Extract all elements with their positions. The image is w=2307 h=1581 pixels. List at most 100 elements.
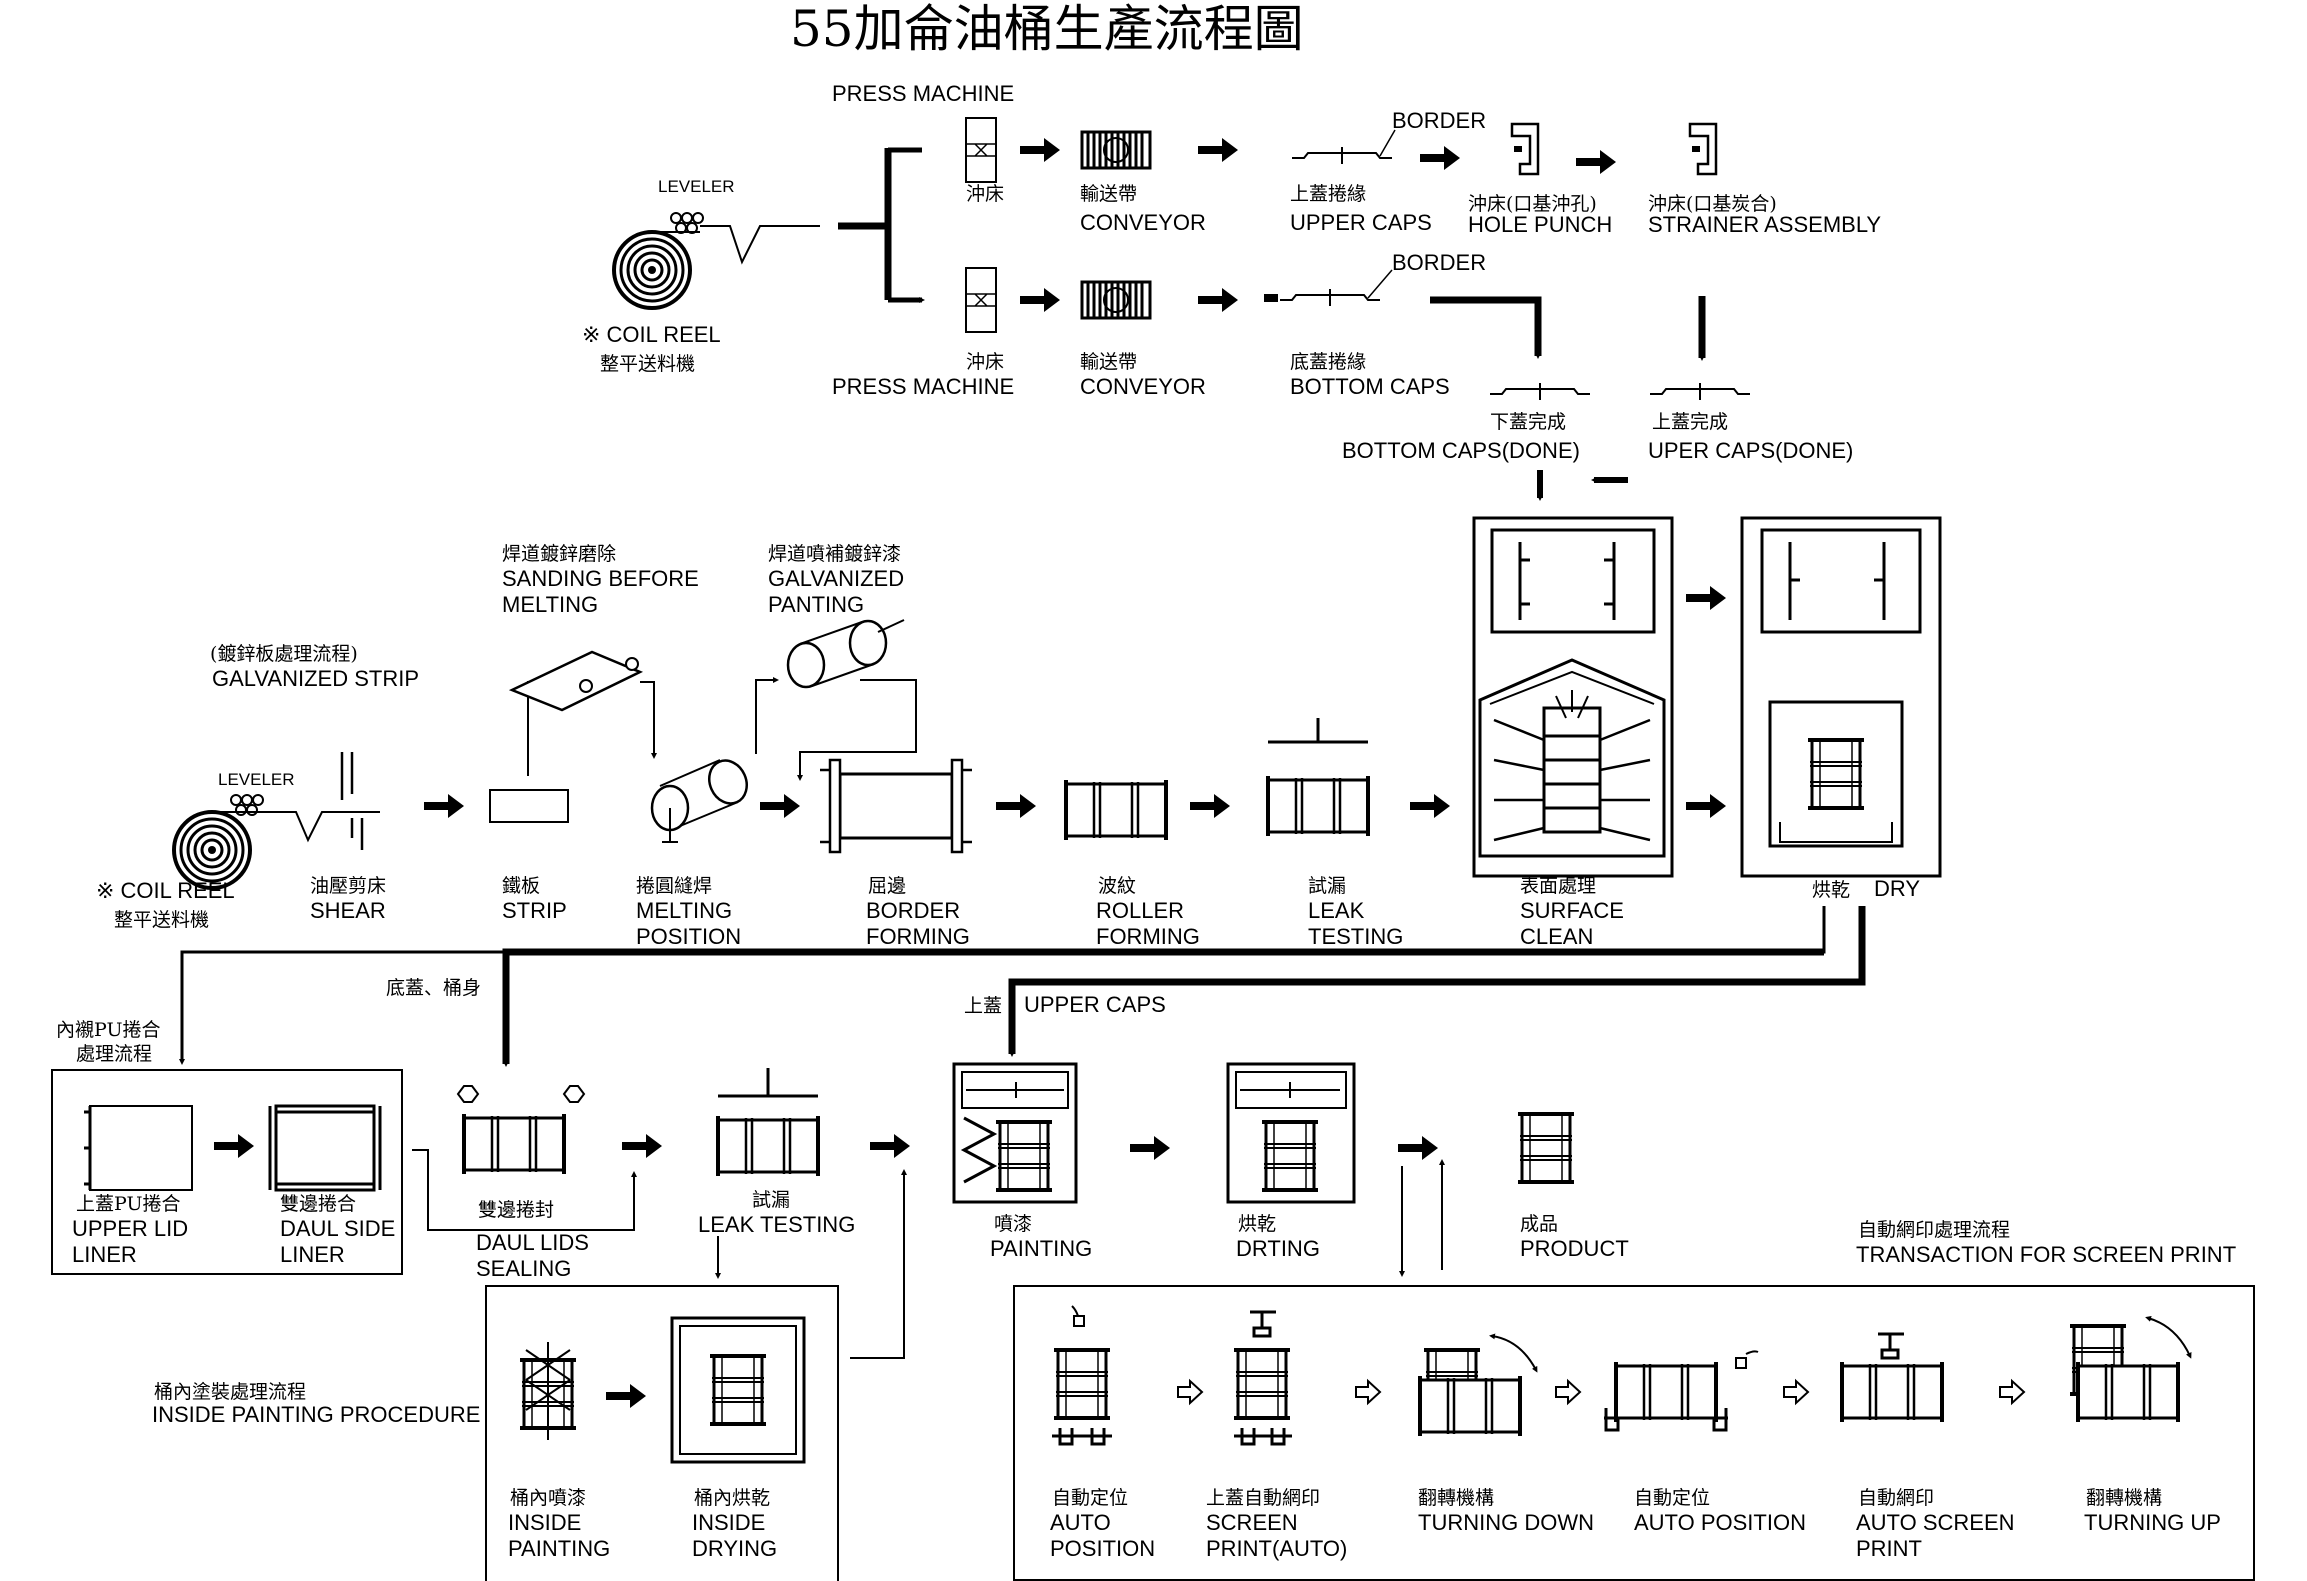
s4-label: AUTO POSITION	[1634, 1510, 1806, 1535]
arrow	[1020, 288, 1060, 312]
bottom-caps-cn: 底蓋捲緣	[1290, 351, 1366, 373]
sanding-label-1: SANDING BEFORE	[502, 566, 699, 591]
side-liner-cn: 雙邊捲合	[280, 1193, 356, 1215]
leak2-clamp	[718, 1068, 818, 1098]
melting-cylinder-icon	[650, 759, 748, 843]
arrow	[1020, 138, 1060, 162]
inside-paint-label-1: INSIDE	[508, 1510, 581, 1535]
auto-screen-print-drum-icon	[1840, 1360, 1944, 1424]
arrow	[1198, 138, 1238, 162]
caps-line: PRESS MACHINE LEVELER ※ COIL REEL 整平送料機 …	[582, 81, 1881, 501]
conveyor-top-label: CONVEYOR	[1080, 210, 1206, 235]
roller-label-2: FORMING	[1096, 924, 1200, 949]
s1-label-1: AUTO	[1050, 1510, 1111, 1535]
coil-reel-cn: 整平送料機	[114, 909, 209, 931]
assembly-line: 內襯PU捲合 處理流程 上蓋PU捲合 UPPER LID LINER 雙邊捲合 …	[51, 1019, 1629, 1281]
leak-cn: 試漏	[1308, 875, 1346, 897]
galv-label-2: PANTING	[768, 592, 864, 617]
painting-label: PAINTING	[990, 1236, 1092, 1261]
leak-clamp	[1268, 718, 1368, 744]
leak2-drum-icon	[716, 1114, 820, 1178]
border-forming-icon	[820, 758, 972, 854]
inside-spray-lines	[525, 1342, 571, 1440]
coil-reel-icon	[172, 810, 252, 890]
sealing-cn: 雙邊捲封	[478, 1199, 554, 1221]
turn-down-horizontal-drum-icon	[1418, 1374, 1522, 1438]
sanding-cn: 焊道鍍鋅磨除	[502, 543, 616, 565]
s6-label: TURNING UP	[2084, 1510, 2221, 1535]
hollow-arrow	[1555, 1380, 1581, 1404]
inside-painting-procedure: 桶內塗裝處理流程 INSIDE PAINTING PROCEDURE 桶內噴漆 …	[152, 1169, 907, 1581]
arrow	[1198, 288, 1238, 312]
dry-oven-icon	[1740, 516, 1942, 878]
hollow-arrow	[1999, 1380, 2025, 1404]
to-bottom-done-arrow	[1430, 296, 1542, 359]
s2-cn: 上蓋自動網印	[1206, 1487, 1320, 1509]
s6-cn: 翻轉機構	[2086, 1487, 2162, 1509]
transfer-lines: 底蓋、桶身 上蓋 UPPER CAPS	[179, 906, 1866, 1067]
pu-process-box	[51, 1069, 403, 1275]
border-cn: 屈邊	[868, 875, 906, 897]
s1-label-2: POSITION	[1050, 1536, 1155, 1561]
bottom-done-cap-icon	[1489, 382, 1591, 401]
sealing-label-1: DAUL LIDS	[476, 1230, 589, 1255]
shear-icon	[340, 752, 364, 850]
arrow	[760, 794, 800, 818]
melting-cn: 捲圓縫焊	[636, 875, 712, 897]
press-top-cn: 沖床	[966, 183, 1004, 205]
arrow	[1410, 794, 1450, 818]
s2-label-2: PRINT(AUTO)	[1206, 1536, 1347, 1561]
from-galv-arrow	[797, 679, 917, 781]
split-arrows	[888, 147, 922, 300]
leak-label-1: LEAK	[1308, 898, 1365, 923]
dry-cn: 烘乾	[1812, 879, 1850, 901]
to-upper-caps-arrow	[1008, 906, 1866, 1057]
arrow	[1130, 1136, 1170, 1160]
border-bottom-label: BORDER	[1392, 250, 1486, 275]
hole-punch-icon	[1510, 122, 1540, 176]
bottom-caps-label: BOTTOM CAPS	[1290, 374, 1450, 399]
leak-label-2: TESTING	[1308, 924, 1403, 949]
upper-done-cn: 上蓋完成	[1652, 411, 1728, 433]
inside-dry-drum-icon	[708, 1354, 768, 1426]
coil-reel-icon	[612, 230, 692, 310]
page-title: 55加侖油桶生產流程圖	[790, 0, 1304, 58]
body-line: 焊道鍍鋅磨除 SANDING BEFORE MELTING 焊道噴補鍍鋅漆 GA…	[96, 516, 1942, 949]
coil-reel-cn: 整平送料機	[600, 353, 695, 375]
drting-label: DRTING	[1236, 1236, 1320, 1261]
press-bottom-label: PRESS MACHINE	[832, 374, 1014, 399]
press-top-label: PRESS MACHINE	[832, 81, 1014, 106]
dry-drum-icon	[1806, 738, 1866, 810]
upper-done-label: UPER CAPS(DONE)	[1648, 438, 1853, 463]
leak2-cn: 試漏	[752, 1189, 790, 1211]
leveler-label: LEVELER	[218, 770, 295, 789]
hole-punch-label: HOLE PUNCH	[1468, 212, 1612, 237]
arrow	[1686, 586, 1726, 610]
sanding-machine-icon	[508, 650, 644, 712]
arrow	[1398, 1136, 1438, 1160]
s3-cn: 翻轉機構	[1418, 1487, 1494, 1509]
surface-clean-booth-icon	[1472, 516, 1674, 878]
screen-print-procedure: 自動網印處理流程 TRANSACTION FOR SCREEN PRINT 自動…	[1013, 1219, 2255, 1581]
strip-cn: 鐵板	[502, 875, 540, 897]
turn-up-horizontal-drum-icon	[2076, 1360, 2180, 1424]
upper-caps-cn: 上蓋捲緣	[1290, 183, 1366, 205]
arrow	[606, 1384, 646, 1408]
strip-proc-cn: (鍍鋅板處理流程)	[210, 643, 358, 665]
leak2-label: LEAK TESTING	[698, 1212, 855, 1237]
surface-label-2: CLEAN	[1520, 924, 1593, 949]
border-label-1: BORDER	[866, 898, 960, 923]
sanding-label-2: MELTING	[502, 592, 598, 617]
lid-liner-label-2: LINER	[72, 1242, 137, 1267]
product-label: PRODUCT	[1520, 1236, 1629, 1261]
turn-up-rotate-icon	[2145, 1315, 2192, 1359]
arrow	[1190, 794, 1230, 818]
s4-cn: 自動定位	[1634, 1487, 1710, 1509]
turn-down-rotate-icon	[1489, 1333, 1538, 1373]
side-liner-label-2: LINER	[280, 1242, 345, 1267]
roller-forming-drum-icon	[1064, 778, 1168, 842]
pu-proc-cn-1: 內襯PU捲合	[56, 1019, 160, 1041]
drting-cn: 烘乾	[1238, 1213, 1276, 1235]
arrow	[424, 794, 464, 818]
arrow	[996, 794, 1036, 818]
